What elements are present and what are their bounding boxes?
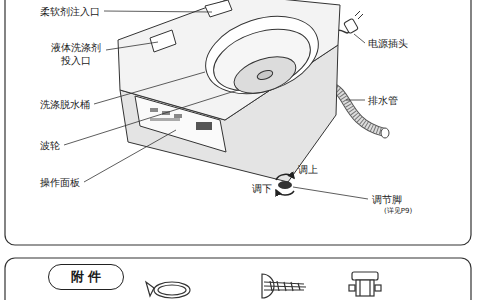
part-label: 排水管 bbox=[368, 94, 398, 107]
top-panel bbox=[5, 0, 471, 245]
accessory-tag: 附 件 bbox=[48, 264, 124, 290]
part-label: 调节脚 bbox=[372, 193, 402, 206]
washer-body bbox=[118, 0, 340, 182]
tag-text: 附 件 bbox=[71, 268, 102, 286]
screw-icon bbox=[262, 274, 306, 298]
fitting-icon bbox=[349, 272, 381, 296]
leader-lines bbox=[64, 11, 368, 199]
part-label: 洗涤脱水桶 bbox=[40, 98, 90, 111]
drain-hose bbox=[330, 86, 389, 138]
part-label: 柔软剂注入口 bbox=[40, 5, 100, 18]
part-label: 液体洗涤剂 投入口 bbox=[48, 41, 104, 67]
part-label: 调下 bbox=[252, 182, 272, 195]
part-label: (详见P9) bbox=[384, 207, 412, 216]
part-label: 波轮 bbox=[40, 139, 60, 152]
part-label: 电源插头 bbox=[368, 37, 408, 50]
part-label: 调上 bbox=[298, 163, 318, 176]
accessory-panel bbox=[5, 258, 471, 300]
adjust-foot bbox=[276, 174, 294, 195]
part-label: 操作面板 bbox=[40, 176, 80, 189]
hose-clamp-icon bbox=[146, 282, 190, 298]
